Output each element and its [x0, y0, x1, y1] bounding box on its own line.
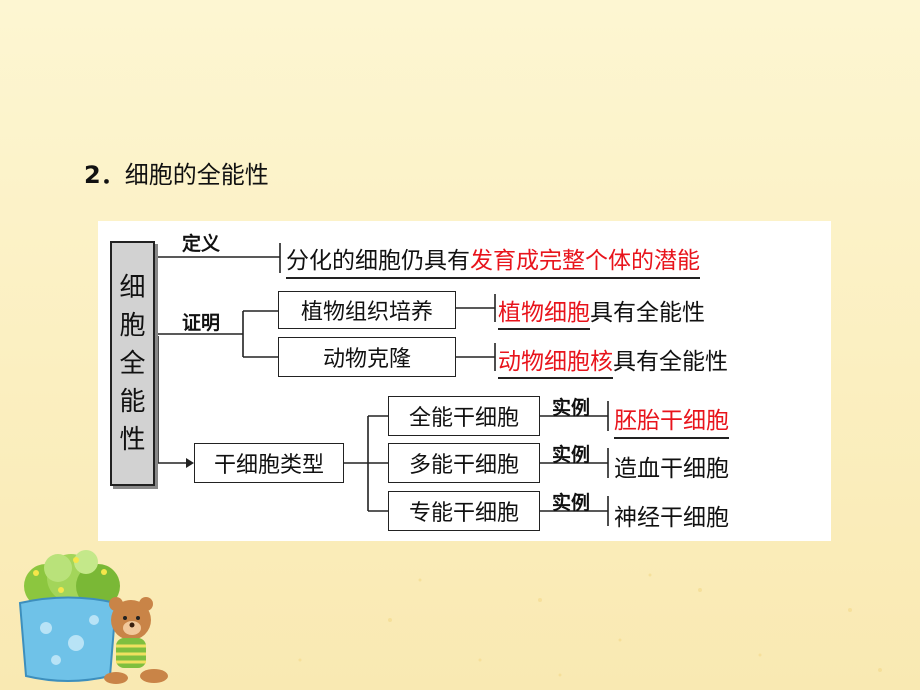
example-label: 实例 — [552, 397, 591, 419]
bear — [104, 597, 168, 684]
unipotent-stem-cell-box: 专能干细胞 — [388, 491, 540, 531]
section-title: 细胞的全能性 — [124, 161, 269, 189]
section-number: 2． — [84, 161, 125, 189]
root-char: 胞 — [119, 310, 146, 341]
concept-diagram: 细 胞 全 能 性 定义 分化的细胞仍具有发育成完整个体的潜能 证明 植物组织培… — [98, 221, 831, 541]
proof-label: 证明 — [182, 312, 221, 334]
root-node: 细 胞 全 能 性 — [110, 241, 155, 486]
plant-proof-text: 植物细胞具有全能性 — [498, 293, 705, 330]
stem-cell-types-box: 干细胞类型 — [194, 443, 344, 483]
root-char: 性 — [119, 424, 146, 455]
animal-proof-highlight: 动物细胞核 — [498, 349, 613, 379]
section-heading: 2．细胞的全能性 — [84, 155, 269, 190]
plant-proof-suffix: 具有全能性 — [590, 300, 705, 326]
definition-label: 定义 — [182, 233, 221, 255]
neural-stem-cell-example: 神经干细胞 — [614, 505, 729, 531]
bear-flowerpot-illustration — [18, 550, 168, 684]
plant-tissue-culture-box: 植物组织培养 — [278, 291, 456, 329]
example-label: 实例 — [552, 444, 591, 466]
root-char: 能 — [119, 386, 146, 417]
root-char: 全 — [119, 348, 146, 379]
hematopoietic-stem-cell-example: 造血干细胞 — [614, 456, 729, 482]
animal-cloning-box: 动物克隆 — [278, 337, 456, 377]
root-char: 细 — [119, 272, 146, 303]
example-label: 实例 — [552, 492, 591, 514]
totipotent-stem-cell-box: 全能干细胞 — [388, 396, 540, 436]
definition-highlight: 发育成完整个体的潜能 — [470, 248, 700, 274]
animal-proof-suffix: 具有全能性 — [613, 349, 728, 375]
diagram-connectors — [157, 243, 609, 526]
animal-proof-text: 动物细胞核具有全能性 — [498, 342, 728, 379]
embryonic-stem-cell-example: 胚胎干细胞 — [614, 401, 729, 439]
definition-prefix: 分化的细胞仍具有 — [286, 248, 470, 274]
multipotent-stem-cell-box: 多能干细胞 — [388, 443, 540, 483]
plant-proof-highlight: 植物细胞 — [498, 300, 590, 330]
plant-foliage — [24, 550, 120, 608]
definition-text: 分化的细胞仍具有发育成完整个体的潜能 — [286, 241, 700, 279]
flower-pot — [18, 596, 118, 682]
